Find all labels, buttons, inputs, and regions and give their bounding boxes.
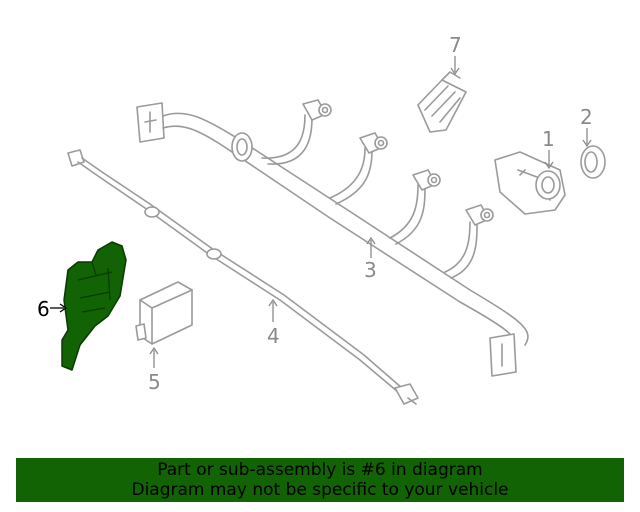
part-info-banner: Part or sub-assembly is #6 in diagram Di… xyxy=(16,458,624,502)
wiring-harness-part-3[interactable] xyxy=(136,99,529,377)
svg-text:2: 2 xyxy=(580,105,593,129)
svg-text:5: 5 xyxy=(148,370,161,394)
svg-text:6: 6 xyxy=(37,297,50,321)
connector-bracket-part-7[interactable] xyxy=(417,71,467,133)
callout-1: 1 xyxy=(542,127,555,170)
callout-7: 7 xyxy=(449,33,462,76)
sensor-holder-part-1[interactable] xyxy=(494,151,566,215)
bracket-part-6-highlighted[interactable] xyxy=(61,241,127,371)
callout-2: 2 xyxy=(580,105,593,148)
callout-4: 4 xyxy=(267,298,280,348)
banner-line-part-number: Part or sub-assembly is #6 in diagram xyxy=(157,460,483,480)
callout-5: 5 xyxy=(148,346,161,394)
cable-part-4[interactable] xyxy=(67,149,419,405)
control-module-part-5[interactable] xyxy=(135,281,193,345)
svg-text:1: 1 xyxy=(542,127,555,151)
grommet-ring-part-2[interactable] xyxy=(580,145,606,179)
parts-diagram: 1 2 3 4 5 6 7 xyxy=(37,33,606,405)
svg-text:7: 7 xyxy=(449,33,462,57)
svg-text:3: 3 xyxy=(364,258,377,282)
banner-line-disclaimer: Diagram may not be specific to your vehi… xyxy=(131,480,509,500)
svg-text:4: 4 xyxy=(267,324,280,348)
callout-6-highlighted: 6 xyxy=(37,297,68,321)
callout-3: 3 xyxy=(364,236,377,282)
